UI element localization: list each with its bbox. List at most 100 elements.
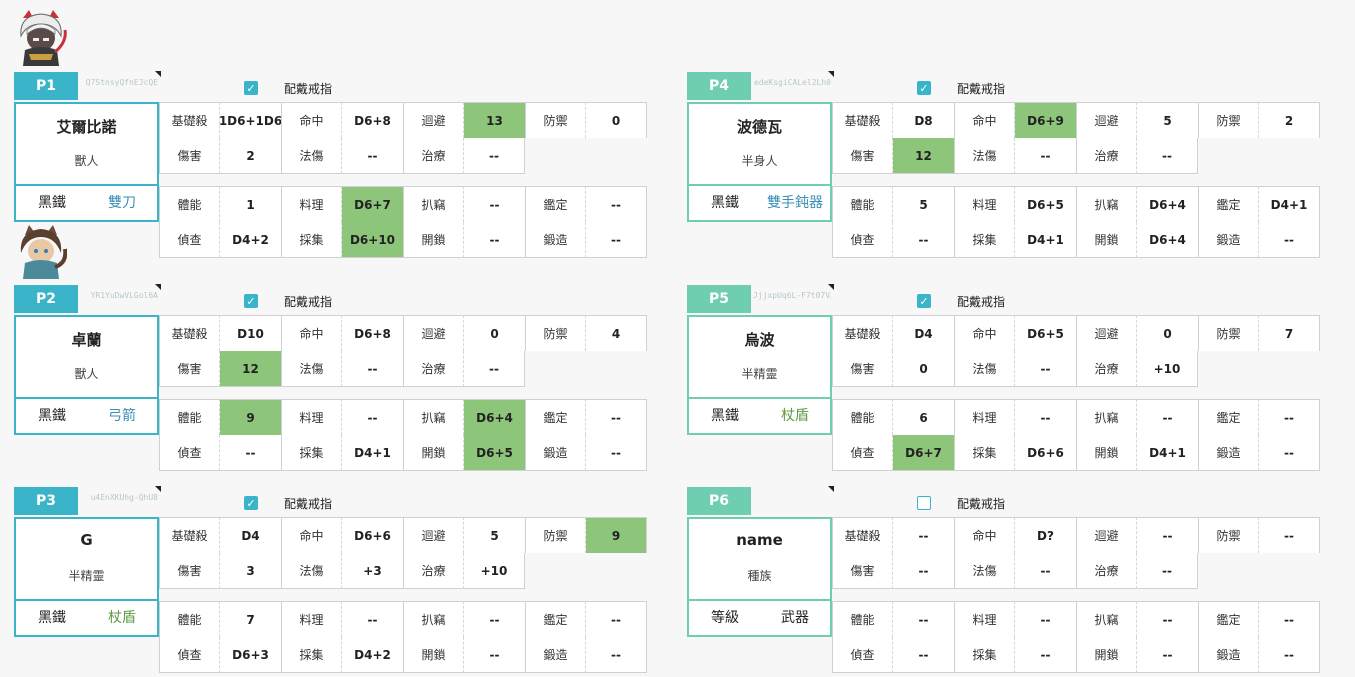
stat-value-base-dmg[interactable]: D4 (220, 517, 281, 553)
stat-value-heal[interactable]: +10 (464, 553, 525, 589)
ring-checkbox-checked[interactable]: ✓ (244, 496, 258, 510)
stat-value-dodge[interactable]: 0 (464, 315, 525, 351)
stat-value-defense[interactable]: 7 (1259, 315, 1320, 351)
stat-value-gather[interactable]: D4+1 (1015, 222, 1076, 258)
stat-value-magic-dmg[interactable]: -- (342, 351, 403, 387)
stat-value-appraise[interactable]: -- (1259, 601, 1320, 637)
character-weapon[interactable]: 杖盾 (108, 610, 136, 626)
stat-value-hit[interactable]: D6+8 (342, 102, 403, 138)
character-level[interactable]: 黑鐵 (38, 195, 66, 211)
stat-value-base-dmg[interactable]: D4 (893, 315, 954, 351)
character-level[interactable]: 黑鐵 (711, 408, 739, 424)
stat-value-appraise[interactable]: -- (586, 601, 647, 637)
stat-value-forge[interactable]: -- (1259, 222, 1320, 258)
stat-value-lockpick[interactable]: -- (464, 222, 525, 258)
stat-value-magic-dmg[interactable]: -- (1015, 351, 1076, 387)
stat-value-cooking[interactable]: D6+5 (1015, 186, 1076, 222)
character-race[interactable]: 半精靈 (741, 367, 778, 381)
character-name[interactable]: 波德瓦 (736, 118, 782, 136)
stat-value-appraise[interactable]: -- (1259, 399, 1320, 435)
stat-value-heal[interactable]: -- (464, 351, 525, 387)
ring-checkbox-checked[interactable]: ✓ (244, 81, 258, 95)
stat-value-defense[interactable]: 9 (586, 517, 647, 553)
stat-value-steal[interactable]: -- (464, 601, 525, 637)
stat-value-base-dmg[interactable]: 1D6+1D6 (219, 102, 282, 138)
stat-value-gather[interactable]: D4+1 (342, 435, 403, 471)
ring-checkbox-checked[interactable]: ✓ (244, 294, 258, 308)
character-level[interactable]: 黑鐵 (711, 195, 739, 211)
stat-value-dodge[interactable]: 5 (1137, 102, 1198, 138)
player-tag[interactable]: P2 (14, 285, 78, 313)
character-race[interactable]: 獸人 (74, 367, 99, 381)
stat-value-investigate[interactable]: -- (893, 222, 954, 258)
stat-value-heal[interactable]: +10 (1137, 351, 1198, 387)
stat-value-heal[interactable]: -- (464, 138, 525, 174)
character-name[interactable]: 卓蘭 (71, 331, 102, 349)
corner-triangle-icon[interactable] (828, 486, 834, 492)
stat-value-lockpick[interactable]: D4+1 (1137, 435, 1198, 471)
character-name[interactable]: 艾爾比諾 (56, 118, 117, 136)
character-level[interactable]: 黑鐵 (38, 408, 66, 424)
stat-value-physique[interactable]: 5 (893, 186, 954, 222)
character-name[interactable]: name (736, 531, 783, 549)
corner-triangle-icon[interactable] (155, 71, 161, 77)
stat-value-appraise[interactable]: -- (586, 186, 647, 222)
stat-value-base-dmg[interactable]: -- (893, 517, 954, 553)
stat-value-hit[interactable]: D6+8 (342, 315, 403, 351)
stat-value-lockpick[interactable]: -- (1137, 637, 1198, 673)
stat-value-physique[interactable]: -- (893, 601, 954, 637)
stat-value-hit[interactable]: D6+9 (1015, 102, 1076, 138)
character-race[interactable]: 半身人 (741, 154, 778, 168)
stat-value-magic-dmg[interactable]: -- (342, 138, 403, 174)
stat-value-physique[interactable]: 6 (893, 399, 954, 435)
stat-value-magic-dmg[interactable]: -- (1015, 553, 1076, 589)
stat-value-gather[interactable]: D6+10 (342, 222, 403, 258)
stat-value-steal[interactable]: -- (1137, 399, 1198, 435)
ring-checkbox-unchecked[interactable] (917, 496, 931, 510)
stat-value-magic-dmg[interactable]: -- (1015, 138, 1076, 174)
character-level[interactable]: 黑鐵 (38, 610, 66, 626)
stat-value-dodge[interactable]: 0 (1137, 315, 1198, 351)
stat-value-appraise[interactable]: D4+1 (1259, 186, 1320, 222)
stat-value-gather[interactable]: D6+6 (1015, 435, 1076, 471)
stat-value-cooking[interactable]: D6+7 (342, 186, 403, 222)
stat-value-damage[interactable]: 0 (893, 351, 954, 387)
corner-triangle-icon[interactable] (828, 71, 834, 77)
stat-value-damage[interactable]: 3 (220, 553, 281, 589)
stat-value-investigate[interactable]: -- (893, 637, 954, 673)
stat-value-hit[interactable]: D6+6 (342, 517, 403, 553)
character-weapon[interactable]: 雙刀 (108, 195, 136, 211)
stat-value-physique[interactable]: 7 (220, 601, 281, 637)
stat-value-physique[interactable]: 9 (220, 399, 281, 435)
stat-value-defense[interactable]: -- (1259, 517, 1320, 553)
stat-value-magic-dmg[interactable]: +3 (342, 553, 403, 589)
stat-value-investigate[interactable]: D4+2 (220, 222, 281, 258)
stat-value-investigate[interactable]: D6+3 (220, 637, 281, 673)
character-weapon[interactable]: 杖盾 (781, 408, 809, 424)
stat-value-defense[interactable]: 2 (1259, 102, 1320, 138)
stat-value-hit[interactable]: D6+5 (1015, 315, 1076, 351)
stat-value-hit[interactable]: D? (1015, 517, 1076, 553)
stat-value-forge[interactable]: -- (586, 637, 647, 673)
character-weapon[interactable]: 雙手鈍器 (767, 195, 823, 211)
stat-value-dodge[interactable]: -- (1137, 517, 1198, 553)
character-race[interactable]: 獸人 (74, 154, 99, 168)
stat-value-base-dmg[interactable]: D8 (893, 102, 954, 138)
stat-value-physique[interactable]: 1 (220, 186, 281, 222)
stat-value-steal[interactable]: -- (1137, 601, 1198, 637)
stat-value-lockpick[interactable]: D6+4 (1137, 222, 1198, 258)
stat-value-gather[interactable]: D4+2 (342, 637, 403, 673)
stat-value-steal[interactable]: D6+4 (464, 399, 525, 435)
character-name[interactable]: 烏波 (744, 331, 775, 349)
stat-value-damage[interactable]: 12 (220, 351, 281, 387)
character-weapon[interactable]: 弓箭 (108, 408, 136, 424)
character-level[interactable]: 等級 (711, 610, 739, 626)
stat-value-lockpick[interactable]: D6+5 (464, 435, 525, 471)
stat-value-defense[interactable]: 0 (586, 102, 647, 138)
stat-value-forge[interactable]: -- (1259, 637, 1320, 673)
stat-value-investigate[interactable]: D6+7 (893, 435, 954, 471)
stat-value-dodge[interactable]: 13 (464, 102, 525, 138)
stat-value-base-dmg[interactable]: D10 (220, 315, 281, 351)
stat-value-heal[interactable]: -- (1137, 553, 1198, 589)
ring-checkbox-checked[interactable]: ✓ (917, 81, 931, 95)
